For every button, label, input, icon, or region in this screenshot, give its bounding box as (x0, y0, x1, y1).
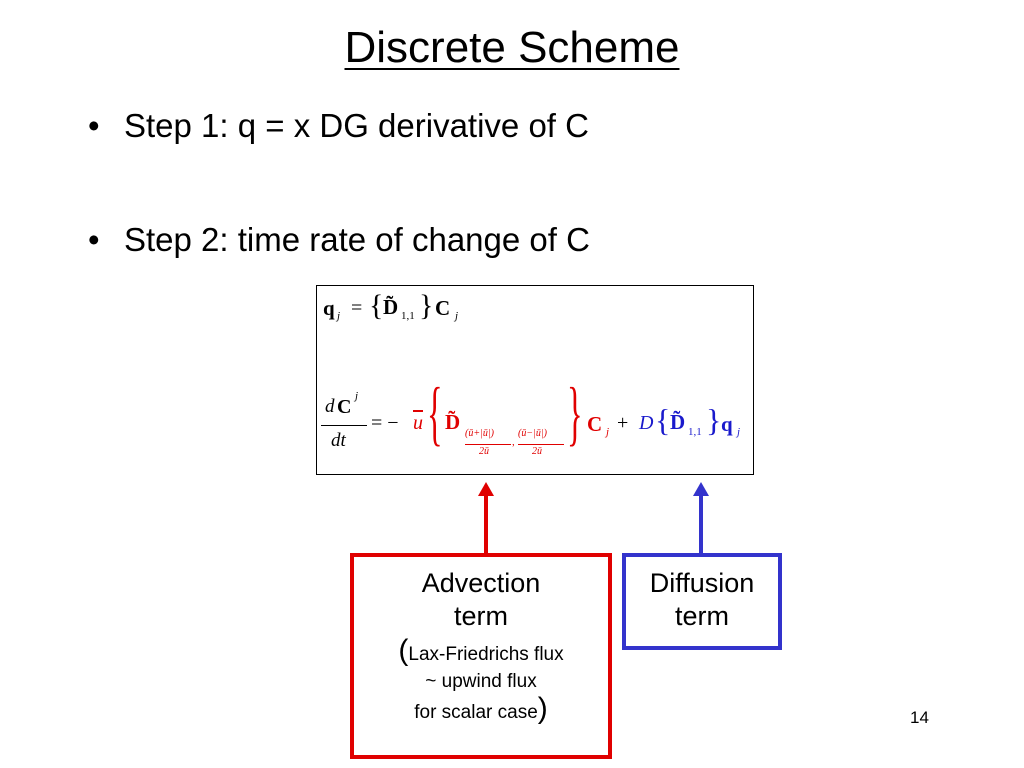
page-number: 14 (910, 708, 929, 727)
eq2-den: dt (331, 430, 346, 451)
bullet-marker: • (88, 107, 100, 144)
bullet-text: Step 2: time rate of change of C (124, 221, 590, 258)
eq2-brace2-close: } (706, 402, 722, 438)
advection-callout: Advection term (Lax-Friedrichs flux ~ up… (350, 553, 612, 759)
eq2-num-c: C (337, 396, 352, 418)
bullet-text: Step 1: q = x DG derivative of C (124, 107, 589, 144)
advection-flux-line: (Lax-Friedrichs flux (398, 634, 564, 667)
diffusion-title: Diffusion (649, 568, 755, 598)
eq2-frac2-num: (ū−|ū|) (518, 428, 547, 439)
eq2-frac2-den: 2ū (532, 446, 542, 457)
eq2-brace-close: } (567, 373, 583, 453)
diffusion-arrow (693, 482, 709, 554)
eq2-c-sub: j (606, 426, 610, 438)
eq2-num-sub: j (355, 390, 359, 402)
eq2-operator2-sub: 1,1 (688, 426, 702, 438)
eq2-frac1-bar (465, 444, 511, 445)
eq2-plus: + (617, 412, 629, 434)
eq1-brace-close: } (419, 289, 434, 322)
eq1-equals: = (351, 297, 363, 319)
eq2-q-sub: j (737, 426, 741, 438)
eq1-lhs: q (323, 296, 335, 320)
bullet-step-2: • Step 2: time rate of change of C (88, 220, 590, 260)
eq2-fraction-bar (321, 425, 367, 426)
advection-term: term (454, 601, 508, 631)
slide-title: Discrete Scheme (344, 23, 680, 72)
eq2-brace-open: { (427, 373, 443, 453)
eq2-frac1-num: (ū+|ū|) (465, 428, 494, 439)
eq2-d: D (639, 412, 654, 434)
eq2-equals: = − (371, 412, 399, 434)
eq1-operator-sub: 1,1 (401, 310, 415, 322)
advection-scalar-line: for scalar case) (414, 692, 548, 725)
eq1-brace-open: { (369, 289, 384, 322)
eq2-c: C (587, 412, 603, 436)
eq2-operator2: D̃ (670, 410, 686, 434)
eq2-ubar: u (413, 412, 423, 434)
bullet-marker: • (88, 221, 100, 258)
eq2-frac2-bar (518, 444, 564, 445)
advection-upwind-line: ~ upwind flux (425, 671, 537, 692)
eq2-q: q (721, 412, 733, 436)
advection-arrow (478, 482, 494, 554)
eq2-comma: , (512, 436, 515, 448)
eq1-operator: D̃ (383, 295, 399, 319)
diffusion-callout: Diffusion term (622, 553, 782, 650)
bullet-step-1: • Step 1: q = x DG derivative of C (88, 106, 589, 146)
eq2-brace2-open: { (655, 402, 671, 438)
eq2-operator: D̃ (445, 410, 461, 434)
eq1-lhs-sub: j (337, 310, 341, 322)
equation-box: q j = { D̃ 1,1 } C j d C j dt = − u { D̃… (316, 285, 754, 475)
eq1-rhs: C (435, 296, 451, 320)
advection-paren-close: ) (537, 692, 548, 725)
advection-paren-open: ( (398, 634, 409, 667)
eq2-frac1-den: 2ū (479, 446, 489, 457)
advection-title: Advection (421, 568, 541, 598)
eq1-rhs-sub: j (455, 310, 459, 322)
eq2-num-d: d (325, 396, 335, 417)
diffusion-term: term (675, 601, 729, 631)
